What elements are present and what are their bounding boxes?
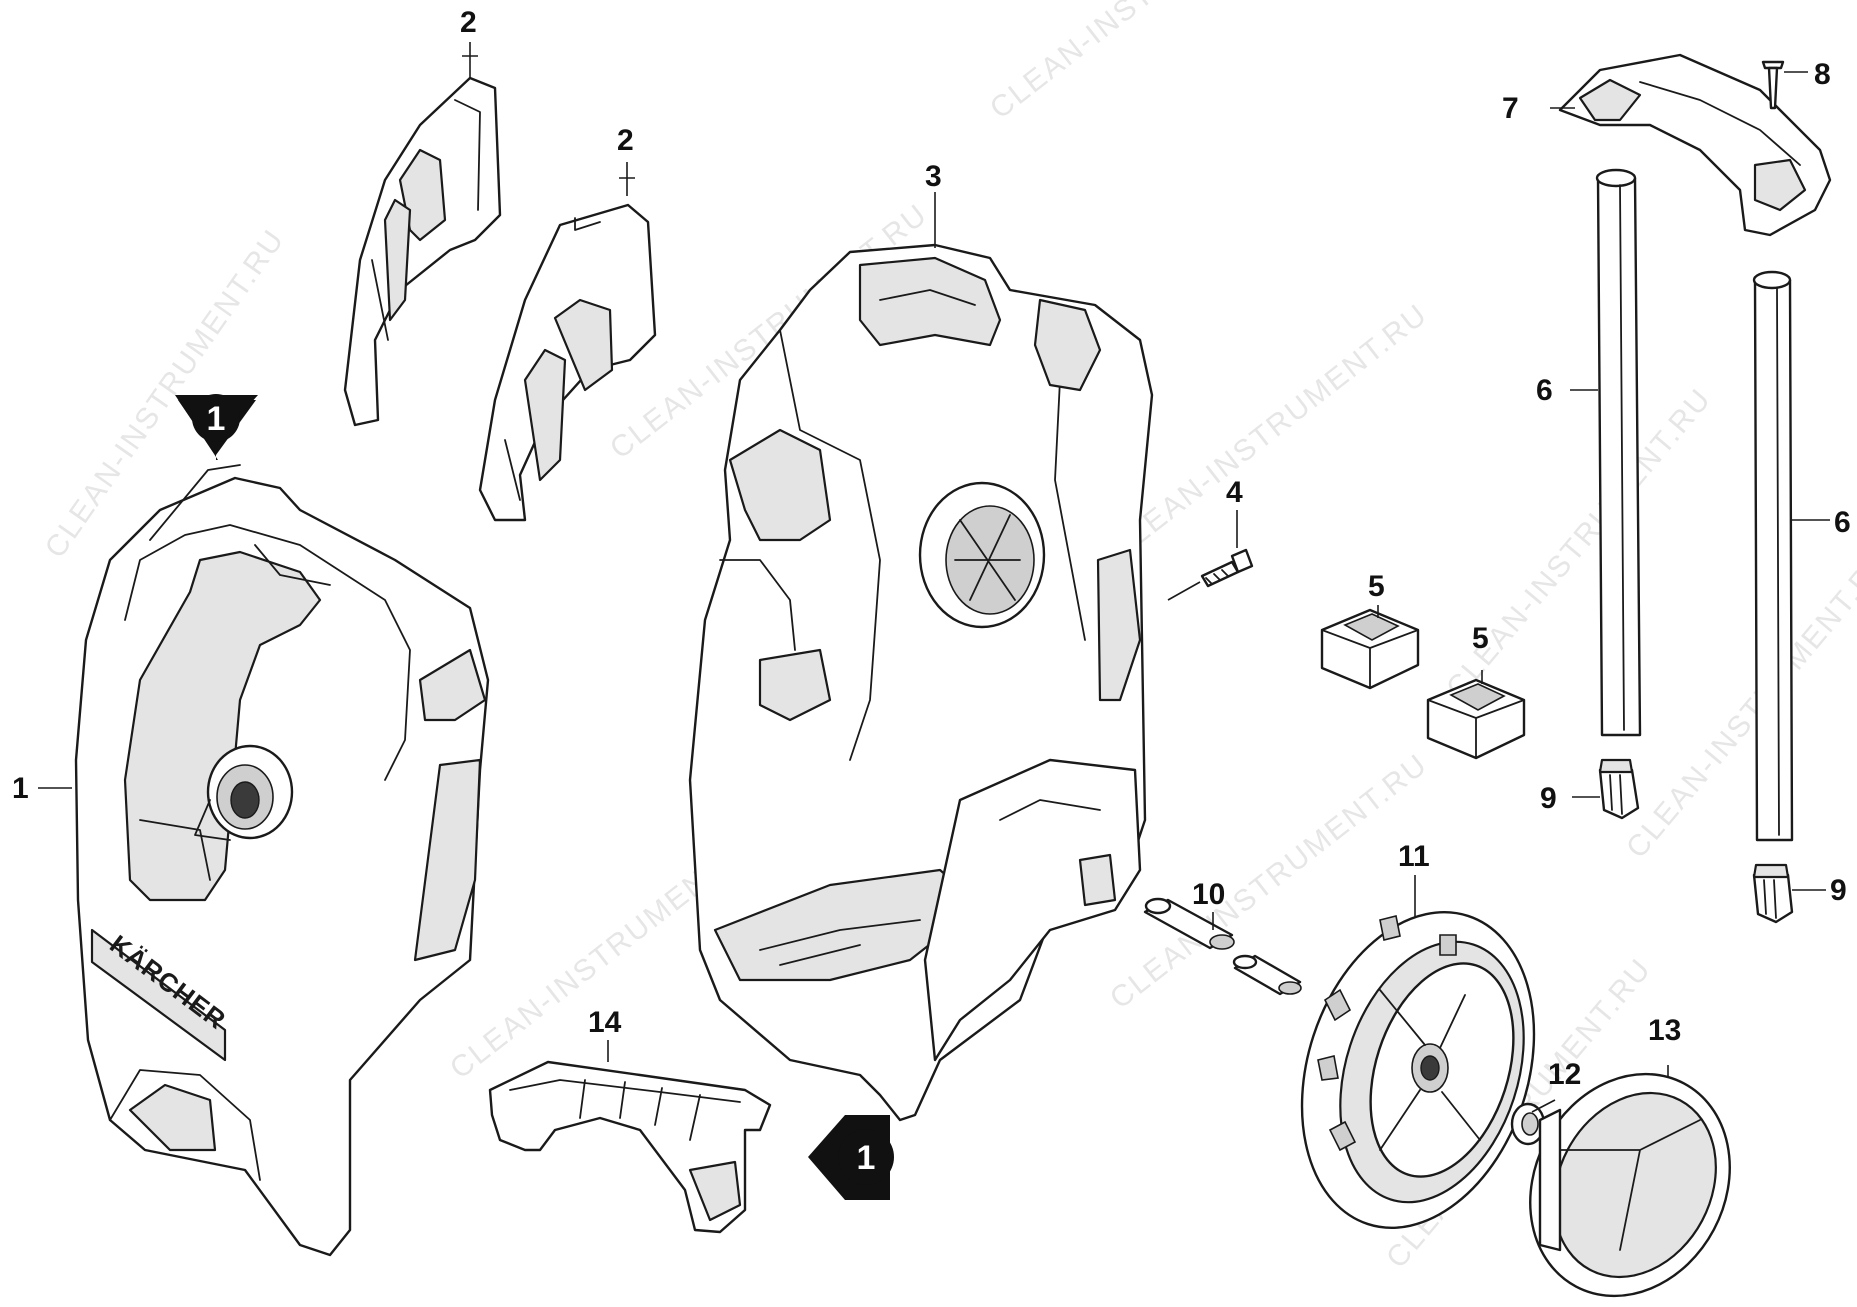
part-5b-clip[interactable] xyxy=(1426,678,1526,760)
callout-numbers: 1 2 2 3 4 5 5 6 6 7 8 9 9 10 11 12 13 14 xyxy=(12,6,1851,1091)
callout-12: 12 xyxy=(1548,1058,1581,1091)
part-7-top-handle[interactable] xyxy=(1558,53,1832,237)
callout-5a: 5 xyxy=(1368,570,1385,603)
part-13-hub-cap[interactable] xyxy=(1492,1039,1768,1307)
callout-2a: 2 xyxy=(460,6,477,39)
callout-6b: 6 xyxy=(1834,506,1851,539)
view-direction-arrow-bottom: 1 xyxy=(808,1115,894,1200)
callout-7: 7 xyxy=(1502,92,1519,125)
part-8-screw[interactable] xyxy=(1761,60,1785,110)
watermark: CLEAN-INSTRUMENT.RU xyxy=(1620,542,1857,864)
part-4-screw[interactable] xyxy=(1200,548,1254,588)
part-10-axle-pins[interactable] xyxy=(1143,897,1302,996)
callout-13: 13 xyxy=(1648,1014,1681,1047)
part-11-wheel[interactable] xyxy=(1263,882,1572,1258)
callout-10: 10 xyxy=(1192,878,1225,911)
part-6b-handle-tube[interactable] xyxy=(1752,270,1794,842)
callout-6a: 6 xyxy=(1536,374,1553,407)
callout-14: 14 xyxy=(588,1006,622,1039)
part-1-front-hood[interactable]: KÄRCHER xyxy=(74,464,490,1257)
callout-3: 3 xyxy=(925,160,942,193)
part-9a-end-cap[interactable] xyxy=(1598,758,1640,820)
part-3-main-housing[interactable] xyxy=(688,243,1154,1122)
callout-9a: 9 xyxy=(1540,782,1557,815)
part-5a-clip[interactable] xyxy=(1320,608,1420,690)
part-2b-side-cover[interactable] xyxy=(478,203,657,522)
callout-9b: 9 xyxy=(1830,874,1847,907)
view-direction-arrow-top: 1 xyxy=(175,394,258,460)
part-2a-side-cover[interactable] xyxy=(343,76,502,427)
callout-8: 8 xyxy=(1814,58,1831,91)
callout-2b: 2 xyxy=(617,124,634,157)
part-12-washer[interactable] xyxy=(1510,1102,1546,1146)
callout-1: 1 xyxy=(12,772,29,805)
callout-11: 11 xyxy=(1398,840,1430,873)
view-direction-label: 1 xyxy=(207,400,226,438)
part-6a-handle-tube[interactable] xyxy=(1595,168,1642,737)
part-9b-end-cap[interactable] xyxy=(1752,863,1794,924)
watermark: CLEAN-INSTRUMENT.RU xyxy=(984,0,1314,126)
callout-5b: 5 xyxy=(1472,622,1489,655)
leader-lines xyxy=(38,42,1830,1113)
part-14-bracket[interactable] xyxy=(488,1060,772,1234)
watermark: CLEAN-INSTRUMENT.RU xyxy=(1104,298,1434,566)
watermark: CLEAN-INSTRUMENT.RU xyxy=(1440,382,1718,704)
callout-4: 4 xyxy=(1226,476,1243,509)
view-direction-label: 1 xyxy=(857,1139,876,1177)
